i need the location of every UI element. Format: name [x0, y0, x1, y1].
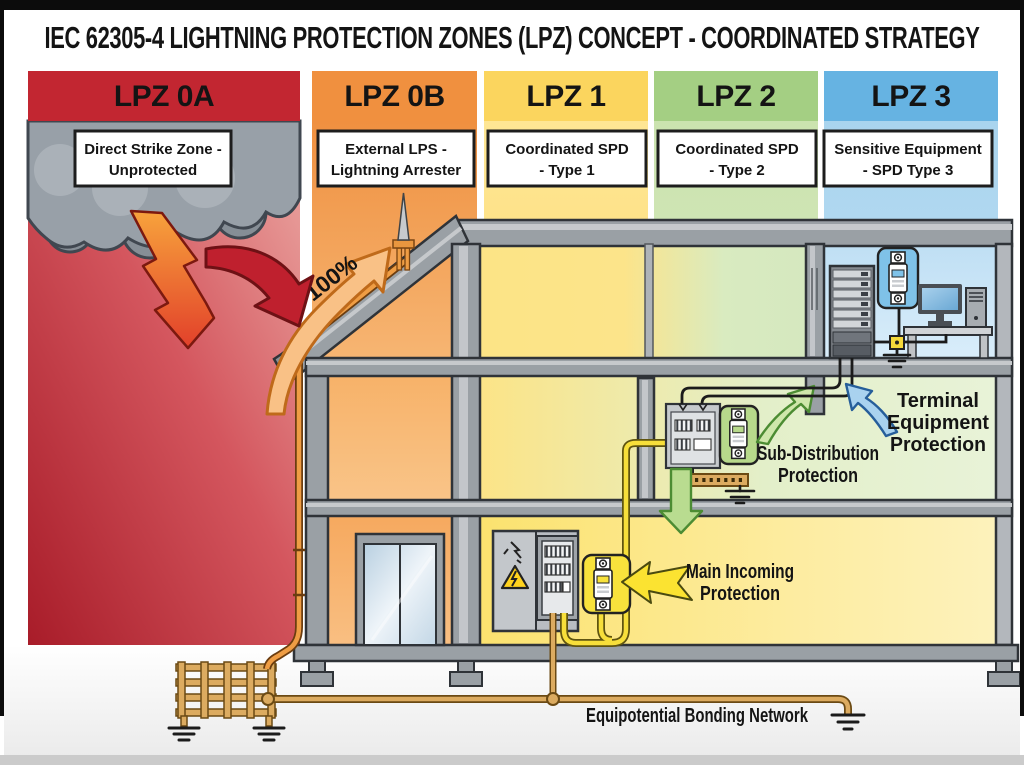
page-title: IEC 62305-4 LIGHTNING PROTECTION ZONES (…: [45, 20, 981, 55]
bonding-conductor: [266, 696, 851, 714]
zone-box-label: Coordinated SPD: [675, 141, 799, 158]
computer-tower-icon: [965, 287, 987, 328]
ground-symbol: [830, 713, 866, 731]
zone-box-lpz-3: [822, 129, 994, 188]
main-incoming-label: Main Incoming: [686, 561, 794, 583]
zone-box-lpz-2: [656, 129, 818, 188]
zone-box-label: Coordinated SPD: [505, 141, 629, 158]
main-incoming-arrow-icon: [621, 561, 693, 604]
zone-header-label: LPZ 0B: [344, 80, 444, 113]
breaker-row: [696, 419, 711, 432]
frame-top: [0, 0, 1024, 10]
elevator: [354, 532, 446, 647]
zone-box-label: Direct Strike Zone -: [84, 141, 222, 158]
building-structure: [272, 214, 1021, 687]
zone-header-label: LPZ 2: [696, 80, 775, 113]
terminal-equipment-label: Protection: [890, 434, 986, 456]
zone-header-lpz-0b: [312, 71, 477, 121]
air-terminal-icon: [392, 192, 415, 271]
zone-header-lpz-1: [484, 71, 648, 121]
zone-header-lpz-3: [824, 71, 998, 121]
zone-description-boxes: Direct Strike Zone - Unprotected Externa…: [73, 129, 994, 188]
top-floor-mullion: [644, 243, 654, 359]
zone-header-lpz-0a: [28, 71, 300, 121]
sub-distribution-arrow-icon: [755, 384, 816, 446]
spd-type2: [718, 404, 760, 466]
ground-slab: [292, 643, 1020, 663]
bonding-junction: [261, 692, 275, 706]
spd-cable: [598, 612, 613, 643]
workstation: [903, 284, 993, 359]
terminal-equipment-label: Terminal: [897, 390, 979, 412]
server-rack: [828, 264, 876, 360]
zone-box-lpz-1: [486, 129, 648, 188]
warning-triangle-icon: [500, 564, 530, 590]
room-top-main: [476, 244, 806, 358]
warning-bolt-icon: [510, 570, 518, 587]
frame-right: [1020, 0, 1024, 716]
sub-distribution-label: Sub-Distribution: [757, 443, 879, 465]
zone-box-label: - SPD Type 3: [863, 162, 954, 179]
spd-type3: [876, 246, 920, 310]
zone-box-lpz-0a: [73, 129, 233, 188]
spd-type1: [581, 553, 632, 615]
zone-header-label: LPZ 1: [526, 80, 605, 113]
bonding-junction: [546, 692, 560, 706]
terminal-equipment-arrow-icon: [844, 382, 899, 438]
room-mid-left: [322, 376, 452, 500]
mid-floor-slab: [304, 498, 1014, 518]
zone-box-label: Unprotected: [109, 162, 197, 179]
desk: [903, 326, 993, 336]
zone-box-lpz-0b: [316, 129, 476, 188]
sub-distribution-label: Protection: [778, 465, 858, 487]
zone-box-label: Sensitive Equipment: [834, 141, 982, 158]
zone-header-lpz-2: [654, 71, 818, 121]
strike-symbol-icon: [503, 541, 522, 564]
breaker-row: [544, 581, 563, 593]
earthing-system: [167, 661, 866, 742]
breaker-row: [544, 545, 571, 558]
terminal-equipment-label: Equipment: [887, 412, 989, 434]
flat-roof-slab: [450, 218, 1014, 248]
breaker-row: [674, 419, 693, 432]
ground-symbol: [882, 353, 912, 369]
zone-header-label: LPZ 0A: [114, 80, 214, 113]
zone-box-label: - Type 2: [709, 162, 765, 179]
lightning-bolt-icon: [129, 209, 216, 350]
zone-headers: LPZ 0A LPZ 0B LPZ 1 LPZ 2 LPZ 3: [28, 71, 998, 121]
breaker-row: [544, 563, 571, 576]
cascade-down-arrow-icon: [658, 467, 704, 535]
earth-electrode-grid: [175, 661, 277, 727]
frame-left: [0, 0, 4, 716]
zone-box-label: External LPS -: [345, 141, 447, 158]
equipotential-label: Equipotential Bonding Network: [586, 705, 809, 727]
zone-box-label: Lightning Arrester: [331, 162, 461, 179]
bottom-strip: [0, 755, 1024, 765]
ground-symbol: [167, 726, 286, 742]
right-wall: [994, 242, 1014, 647]
zone-header-label: LPZ 3: [871, 80, 950, 113]
main-incoming-label: Protection: [700, 583, 780, 605]
sub-distribution-panel: [664, 402, 722, 474]
annotation-labels: Main Incoming Protection Sub-Distributio…: [586, 390, 989, 727]
strike-current-arrow: [265, 246, 392, 416]
zone-box-label: - Type 1: [539, 162, 595, 179]
main-incoming-panel: [491, 529, 580, 633]
direct-strike-arrow-icon: [204, 245, 315, 328]
power-cable: [561, 440, 668, 646]
earth-busbar: [689, 473, 756, 505]
ground-symbol: [724, 484, 756, 505]
breaker-row: [674, 438, 691, 451]
foundation-piers: [300, 660, 1021, 687]
